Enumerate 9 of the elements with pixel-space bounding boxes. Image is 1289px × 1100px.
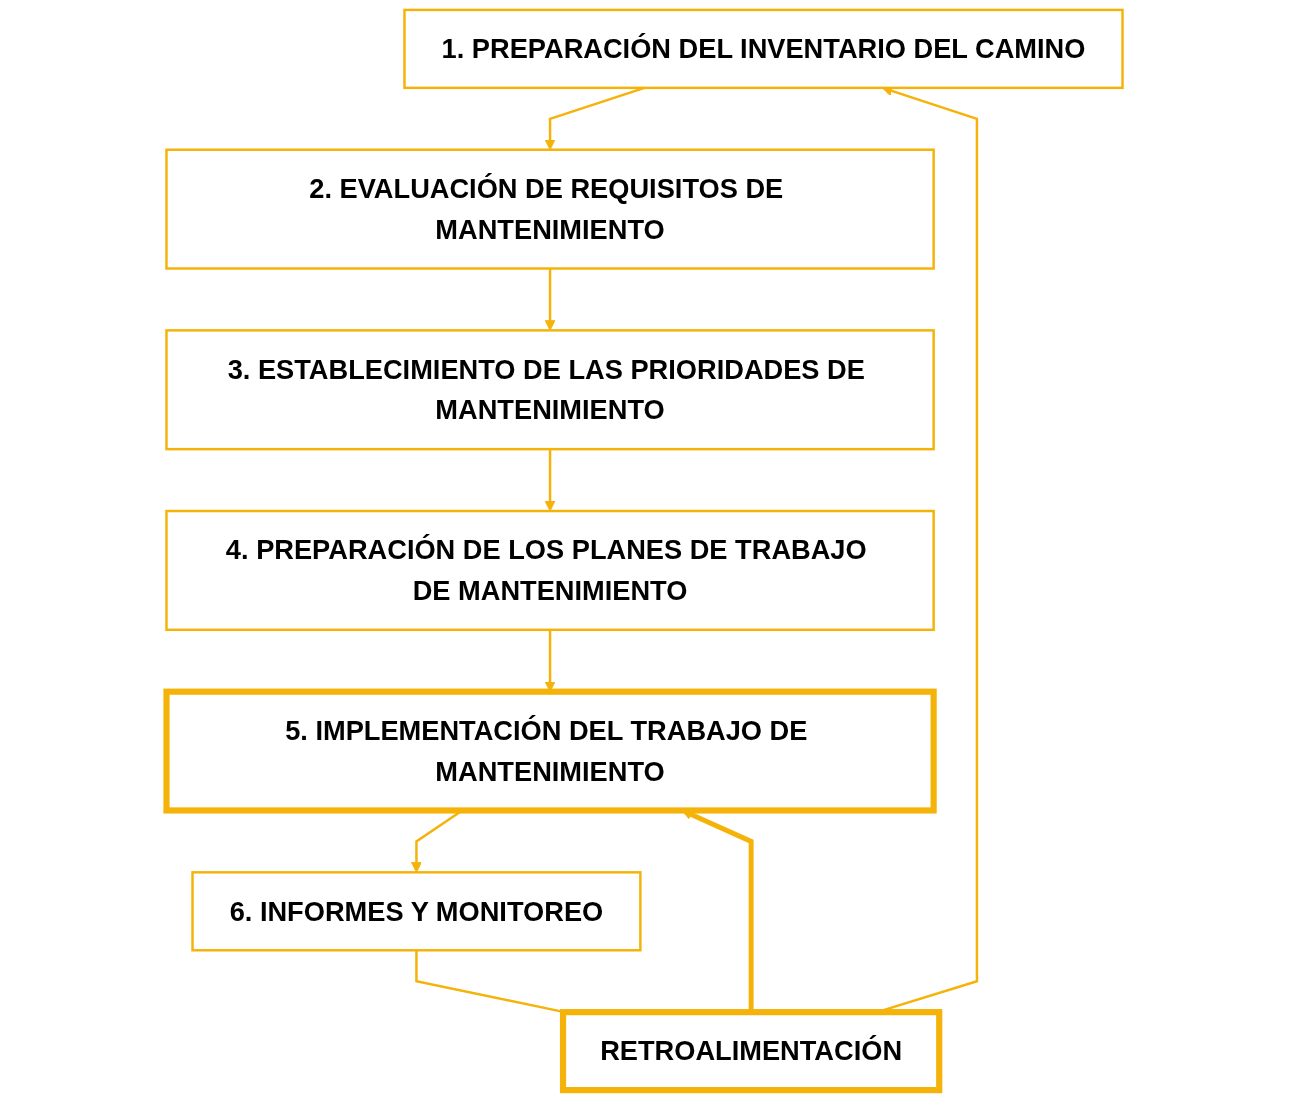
node-box: 6. INFORMES Y MONITOREO <box>191 871 642 952</box>
node-box: 5. IMPLEMENTACIÓN DEL TRABAJO DE MANTENIMIENTO <box>163 688 937 814</box>
node-box: 3. ESTABLECIMIENTO DE LAS PRIORIDADES DE MANTENIMIENTO <box>165 329 935 451</box>
node-box: 2. EVALUACIÓN DE REQUISITOS DE MANTENIMIENTO <box>165 148 935 270</box>
node-box: RETROALIMENTACIÓN <box>559 1009 943 1094</box>
node-box: 1. PREPARACIÓN DEL INVENTARIO DEL CAMINO <box>403 8 1124 90</box>
arrow <box>544 268 556 331</box>
arrow <box>544 449 556 512</box>
node-box: 4. PREPARACIÓN DE LOS PLANES DE TRABAJO DE MANTENIMIENTO <box>165 509 935 632</box>
